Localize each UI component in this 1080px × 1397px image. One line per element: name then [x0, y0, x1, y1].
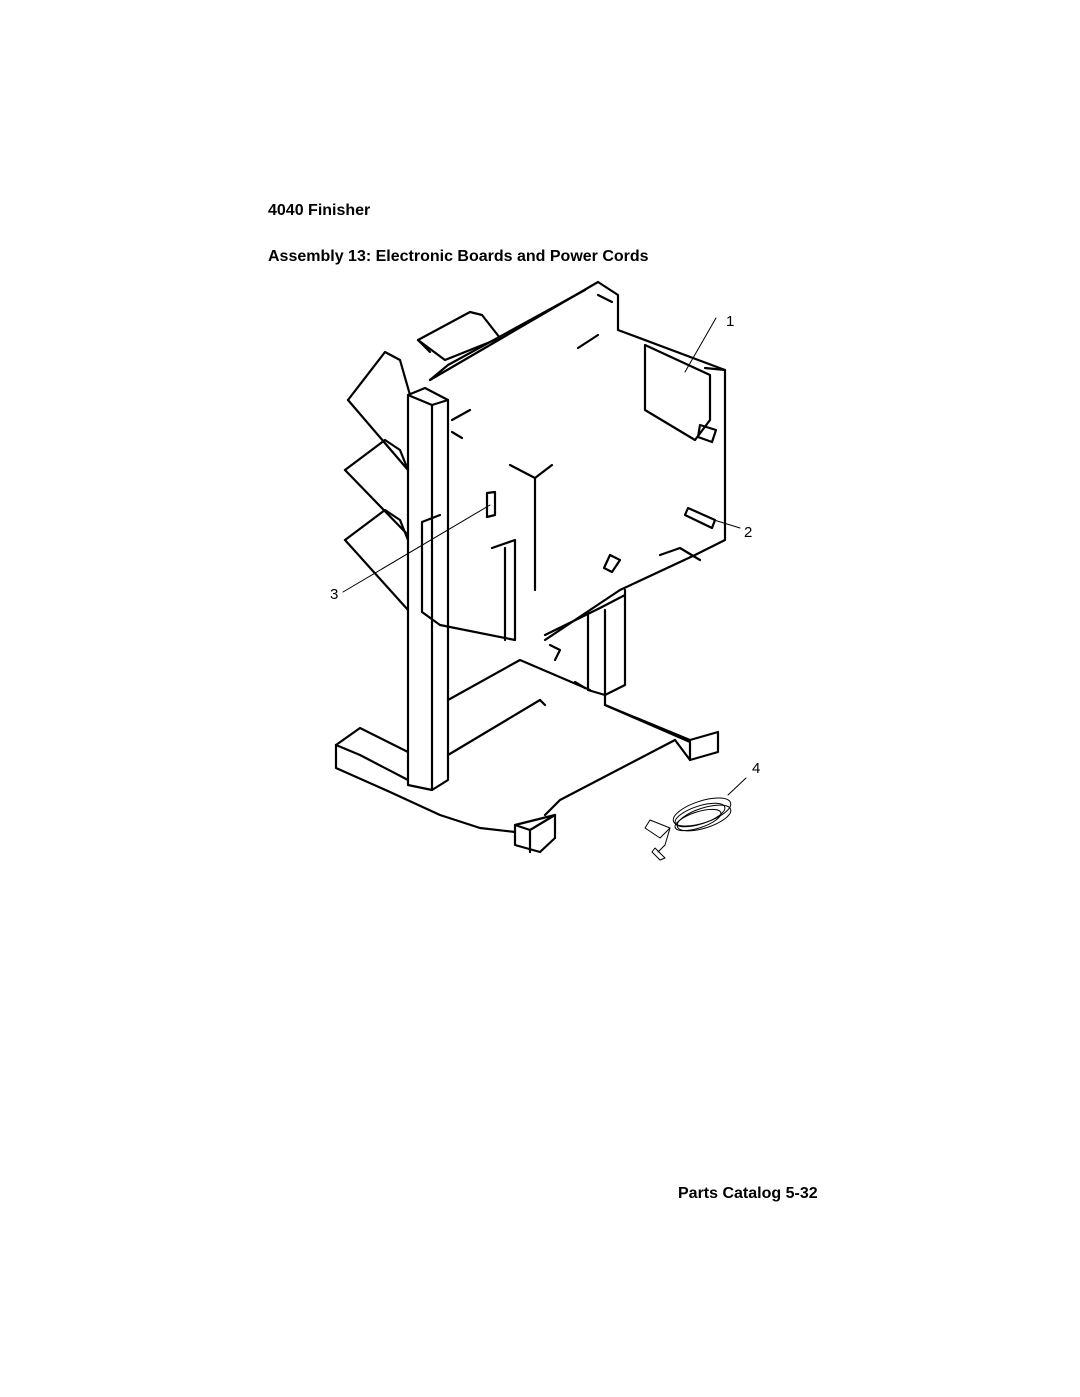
electronic-board-2 [683, 506, 717, 530]
assembly-subtitle: Assembly 13: Electronic Boards and Power… [268, 248, 649, 265]
callout-2: 2 [744, 524, 753, 541]
callout-1: 1 [726, 313, 735, 330]
front-door [420, 513, 517, 642]
callout-leaders [342, 317, 747, 796]
page-title: 4040 Finisher [268, 202, 371, 219]
output-trays [343, 310, 502, 612]
electronic-board-3 [485, 490, 497, 519]
electronic-board-1 [643, 343, 718, 444]
connector-tab [602, 553, 622, 574]
power-cord [644, 797, 732, 861]
cabinet-body [428, 280, 727, 642]
callout-4: 4 [752, 760, 761, 777]
callout-3: 3 [330, 586, 339, 603]
base-stand [334, 643, 720, 854]
page-footer: Parts Catalog 5-32 [678, 1185, 818, 1202]
left-post [406, 386, 450, 792]
